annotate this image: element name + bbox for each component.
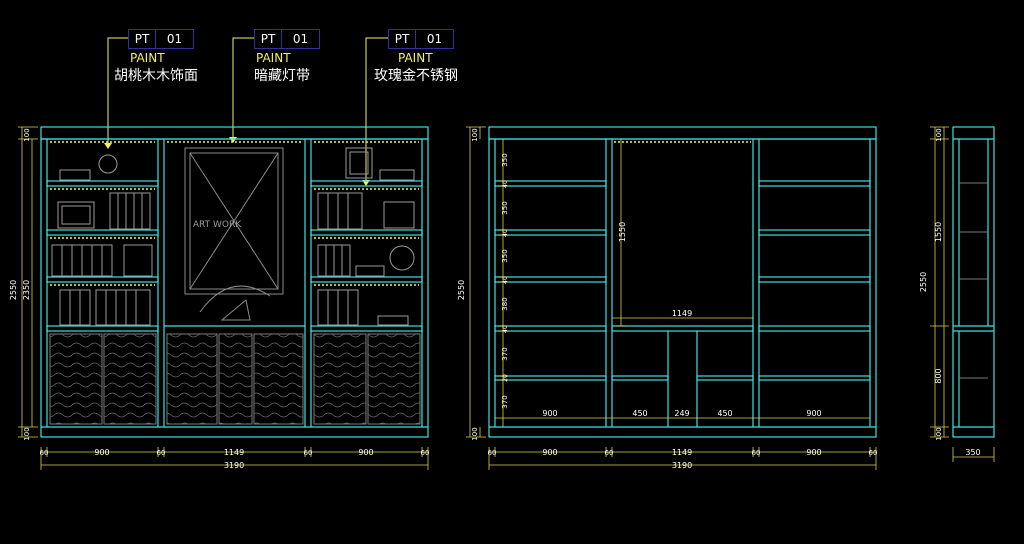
lower-w-1: 450 <box>632 409 647 418</box>
shelf-decor-left <box>51 154 153 326</box>
front-top-dim: 100 <box>23 128 31 141</box>
callout-leaders <box>107 37 388 183</box>
section-view-elevation <box>488 126 877 438</box>
shelf-h-5: 40 <box>502 276 509 284</box>
section-overall-height: 2550 <box>457 280 466 300</box>
section-dimension-lines <box>466 126 877 470</box>
callout-num: 01 <box>292 32 309 46</box>
side-dim-4: 100 <box>935 427 943 440</box>
section-dim-3: 1149 <box>672 448 692 457</box>
section-dim-5: 900 <box>806 448 821 457</box>
shelf-h-6: 380 <box>501 297 509 310</box>
callout-code: PT <box>255 30 282 48</box>
section-dim-2: 60 <box>605 449 614 457</box>
front-inner-height: 2350 <box>22 280 31 300</box>
dimension-texts: 2550 2350 100 100 60 900 60 1149 60 900 … <box>9 128 981 470</box>
section-total-width: 3190 <box>672 461 692 470</box>
front-dim-6: 60 <box>421 449 430 457</box>
side-depth: 350 <box>965 448 980 457</box>
callout-material: 玫瑰金不锈钢 <box>374 68 458 84</box>
front-dim-1: 900 <box>94 448 109 457</box>
callout-tag: PT 01 <box>388 29 454 49</box>
led-strips <box>50 141 419 286</box>
shelf-h-10: 370 <box>501 395 509 408</box>
callout-label: PAINT <box>256 51 291 65</box>
shelf-h-1: 40 <box>502 180 509 188</box>
center-width: 1149 <box>672 309 692 318</box>
callout-tag: PT 01 <box>128 29 194 49</box>
side-shelf-lines <box>959 182 988 379</box>
artwork-frame <box>184 147 284 321</box>
shelf-h-2: 350 <box>501 201 509 214</box>
side-dim-1: 1550 <box>934 222 943 242</box>
callout-material: 暗藏灯带 <box>254 68 310 84</box>
shelf-h-4: 350 <box>501 249 509 262</box>
front-overall-height: 2550 <box>9 280 18 300</box>
section-dim-4: 60 <box>752 449 761 457</box>
front-lower-doors <box>49 333 421 425</box>
front-dim-5: 900 <box>358 448 373 457</box>
callout-label: PAINT <box>130 51 165 65</box>
callout-code: PT <box>129 30 156 48</box>
front-dimension-lines <box>18 126 429 470</box>
leader-arrowheads <box>104 137 370 186</box>
lower-w-4: 900 <box>806 409 821 418</box>
shelf-h-8: 370 <box>501 347 509 360</box>
front-total-width: 3190 <box>224 461 244 470</box>
callout-num: 01 <box>426 32 443 46</box>
section-dim-0: 60 <box>488 449 497 457</box>
side-dim-2: 2550 <box>919 272 928 292</box>
shelf-h-7: 40 <box>502 325 509 333</box>
callout-code: PT <box>389 30 416 48</box>
side-dim-0: 100 <box>935 128 943 141</box>
front-outer-frame <box>40 138 429 438</box>
shelf-h-9: 20 <box>502 374 509 382</box>
front-dim-4: 60 <box>304 449 313 457</box>
center-height: 1550 <box>618 222 627 242</box>
side-view-elevation <box>952 126 995 438</box>
front-view-elevation <box>40 126 429 438</box>
callout-material: 胡桃木木饰面 <box>114 68 198 84</box>
side-dim-3: 800 <box>934 368 943 383</box>
lower-w-0: 900 <box>542 409 557 418</box>
section-bottom-dim: 100 <box>471 427 479 440</box>
section-dim-6: 60 <box>869 449 878 457</box>
front-bottom-dim: 100 <box>23 427 31 440</box>
section-top-dim: 100 <box>471 128 479 141</box>
callout-tag: PT 01 <box>254 29 320 49</box>
front-dim-2: 60 <box>157 449 166 457</box>
shelf-h-0: 350 <box>501 153 509 166</box>
callout-num: 01 <box>166 32 183 46</box>
lower-w-3: 450 <box>717 409 732 418</box>
front-dim-0: 60 <box>40 449 49 457</box>
section-dim-1: 900 <box>542 448 557 457</box>
shelf-decor-right <box>317 147 415 326</box>
artwork-label: ART WORK <box>193 220 242 230</box>
side-dimension-lines <box>930 126 995 462</box>
lower-w-2: 249 <box>674 409 689 418</box>
front-dim-3: 1149 <box>224 448 244 457</box>
callout-label: PAINT <box>398 51 433 65</box>
shelf-h-3: 40 <box>502 229 509 237</box>
